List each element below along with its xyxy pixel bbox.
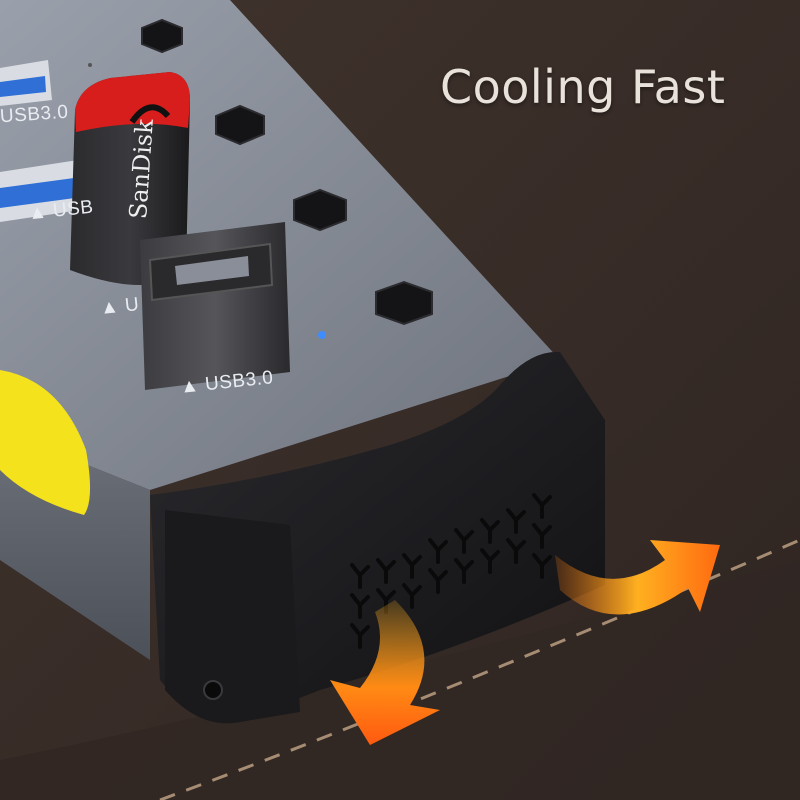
usb-port-1 [0,60,52,106]
end-cap-face [165,510,300,724]
usb-port-2 [0,160,80,222]
sandisk-flash-drive [70,72,190,285]
headline: Cooling Fast [440,60,726,114]
pinhole [88,63,92,67]
metal-flash-drive [140,222,290,390]
airflow-arrow-right [555,540,720,615]
port-buttons [141,18,433,326]
led-strip [0,370,91,515]
screw [203,680,223,700]
vent-grille [350,493,552,649]
stitching [159,538,800,800]
airflow-arrow-down [330,600,440,745]
port-label: ▲ U [98,294,141,319]
status-led [318,331,326,339]
